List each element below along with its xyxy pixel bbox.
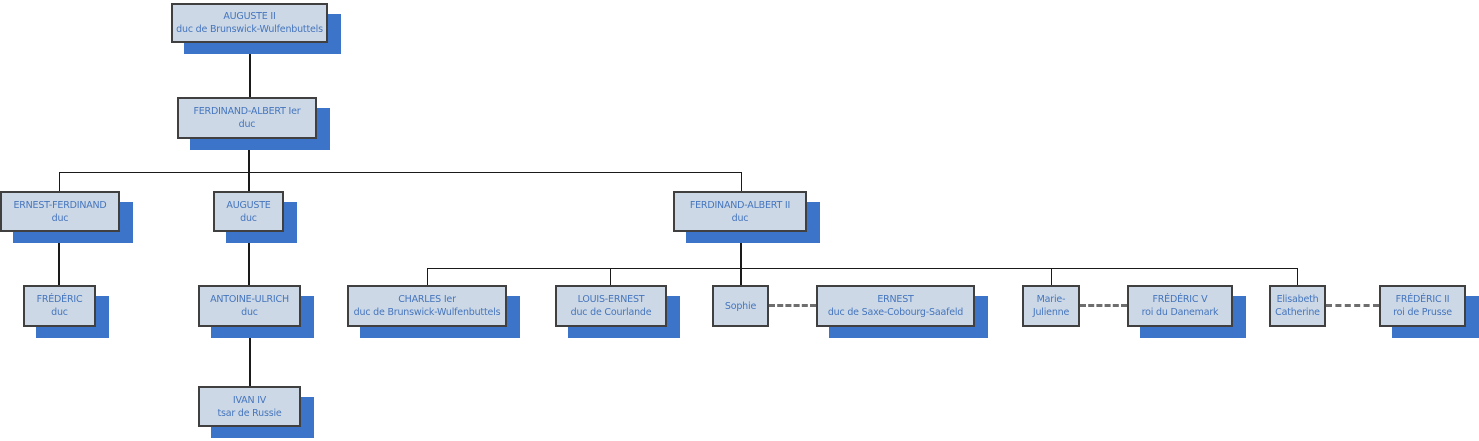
marriage-connector xyxy=(1326,304,1379,307)
person-title: duc xyxy=(240,212,257,224)
node-auguste-ii[interactable]: AUGUSTE II duc de Brunswick-Wulfenbuttel… xyxy=(171,3,328,43)
node-frederic[interactable]: FRÉDÉRIC duc xyxy=(23,285,96,327)
node-elisabeth-catherine[interactable]: Elisabeth Catherine xyxy=(1269,285,1326,327)
person-title: duc xyxy=(51,307,68,318)
person-title: duc xyxy=(241,307,258,318)
node-ernest-ferdinand[interactable]: ERNEST-FERDINAND duc xyxy=(0,191,120,232)
node-ernest[interactable]: ERNEST duc de Saxe-Cobourg-Saafeld xyxy=(816,285,975,327)
person-name: CHARLES Ier xyxy=(398,294,456,305)
person-title: roi de Prusse xyxy=(1393,307,1452,318)
person-title: duc de Saxe-Cobourg-Saafeld xyxy=(827,307,964,318)
tree-connector xyxy=(741,172,742,191)
person-title: duc xyxy=(238,119,256,130)
tree-connector xyxy=(610,268,611,285)
marriage-connector xyxy=(769,304,816,307)
tree-connector xyxy=(1051,268,1052,285)
person-name: Sophie xyxy=(724,300,757,312)
tree-connector-bus xyxy=(59,172,742,173)
node-ferdinand-albert-ier[interactable]: FERDINAND-ALBERT Ier duc xyxy=(177,97,317,139)
tree-connector-bus xyxy=(427,268,1298,269)
marriage-connector xyxy=(1080,304,1127,307)
tree-connector xyxy=(59,172,60,191)
person-name: ERNEST xyxy=(877,294,914,305)
tree-connector xyxy=(740,232,742,285)
node-marie-julienne[interactable]: Marie-Julienne xyxy=(1022,285,1080,327)
person-name: Elisabeth Catherine xyxy=(1275,294,1320,318)
node-charles-ier[interactable]: CHARLES Ier duc de Brunswick-Wulfenbutte… xyxy=(347,285,507,327)
person-title: duc xyxy=(731,212,749,224)
person-title: duc de Brunswick-Wulfenbuttels xyxy=(353,307,501,318)
tree-connector xyxy=(248,232,250,285)
tree-connector xyxy=(248,139,250,191)
node-auguste[interactable]: AUGUSTE duc xyxy=(213,191,284,232)
person-name: FRÉDÉRIC xyxy=(36,294,83,305)
node-antoine-ulrich[interactable]: ANTOINE-ULRICH duc xyxy=(198,285,301,327)
node-ivan-iv[interactable]: IVAN IV tsar de Russie xyxy=(198,386,301,427)
tree-connector xyxy=(249,43,251,97)
person-title: tsar de Russie xyxy=(217,407,282,419)
person-name: FERDINAND-ALBERT Ier xyxy=(193,106,301,117)
node-ferdinand-albert-ii[interactable]: FERDINAND-ALBERT II duc xyxy=(673,191,807,232)
person-title: roi du Danemark xyxy=(1141,307,1219,318)
person-name: LOUIS-ERNEST xyxy=(577,294,645,305)
person-name: FERDINAND-ALBERT II xyxy=(689,199,791,211)
person-title: duc de Brunswick-Wulfenbuttels xyxy=(176,24,323,35)
node-louis-ernest[interactable]: LOUIS-ERNEST duc de Courlande xyxy=(555,285,667,327)
node-frederic-v[interactable]: FRÉDÉRIC V roi du Danemark xyxy=(1127,285,1233,327)
tree-connector xyxy=(58,232,60,285)
person-name: FRÉDÉRIC V xyxy=(1152,294,1208,305)
person-name: AUGUSTE II xyxy=(223,11,276,22)
person-name: ERNEST-FERDINAND xyxy=(13,199,107,211)
person-title: duc xyxy=(51,212,69,224)
person-title: duc de Courlande xyxy=(570,307,652,318)
person-name: ANTOINE-ULRICH xyxy=(210,294,289,305)
node-frederic-ii[interactable]: FRÉDÉRIC II roi de Prusse xyxy=(1379,285,1466,327)
person-name: AUGUSTE xyxy=(226,199,271,211)
tree-connector xyxy=(1297,268,1298,285)
tree-connector xyxy=(249,327,251,386)
person-name: FRÉDÉRIC II xyxy=(1395,294,1450,305)
person-name: IVAN IV xyxy=(232,394,267,406)
node-sophie[interactable]: Sophie xyxy=(712,285,769,327)
person-name: Marie-Julienne xyxy=(1032,294,1070,318)
tree-connector xyxy=(427,268,428,285)
